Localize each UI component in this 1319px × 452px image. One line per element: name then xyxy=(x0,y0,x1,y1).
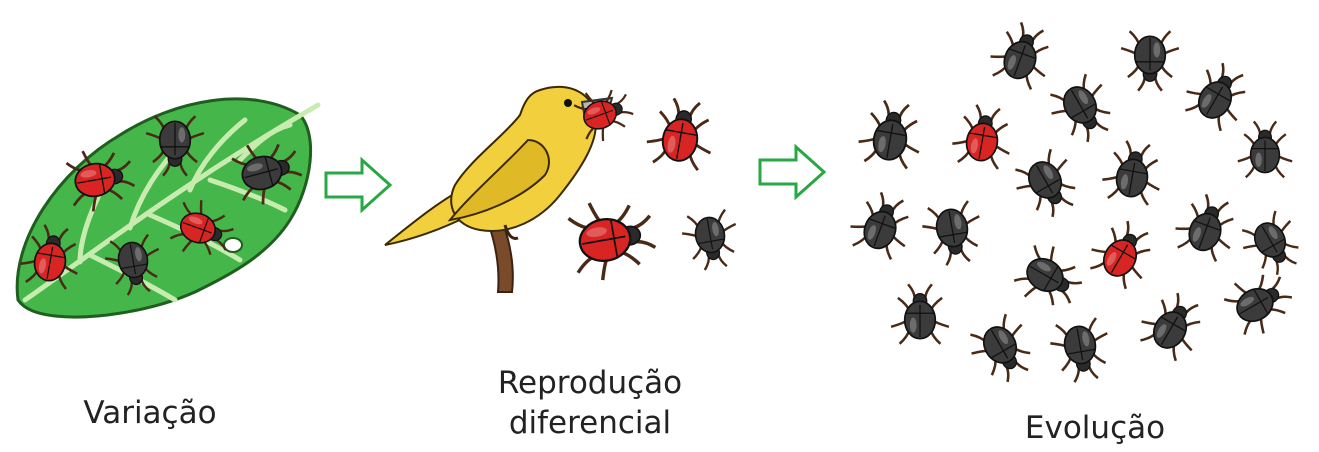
beetle-icon xyxy=(919,200,986,269)
leaf-hole xyxy=(224,238,242,252)
beetle-leg xyxy=(1057,290,1074,304)
beetle-icon xyxy=(949,102,1016,171)
arrow-right-outline xyxy=(326,160,390,210)
beetle-leg xyxy=(1284,251,1297,267)
beetle-icon xyxy=(855,97,926,170)
beetle-icon xyxy=(1170,189,1245,265)
beetle-highlight xyxy=(178,127,185,142)
beetle-icon xyxy=(1010,238,1090,318)
beetle-icon xyxy=(1099,138,1166,207)
beetle-icon xyxy=(1008,145,1088,225)
beetle-leg xyxy=(1060,192,1074,209)
beetle-leg xyxy=(1185,302,1199,319)
beetle-icon xyxy=(1121,31,1179,91)
beetle-icon xyxy=(679,208,742,273)
beetle-highlight xyxy=(910,317,917,332)
beetle-leg xyxy=(1015,357,1029,374)
arrow-right-outline xyxy=(760,147,824,197)
beetle-leg xyxy=(1230,72,1244,89)
beetle-icon xyxy=(1043,70,1123,150)
bird-eye xyxy=(564,99,572,107)
beetle-icon xyxy=(985,17,1060,93)
beetle-leg xyxy=(1095,117,1109,134)
beetle-highlight xyxy=(1255,153,1261,167)
stage-label-line: diferencial xyxy=(460,403,720,443)
bird-illustration xyxy=(385,87,612,292)
beetle-icon xyxy=(1083,213,1163,293)
beetle-icon xyxy=(1047,317,1114,386)
beetle-icon xyxy=(566,193,659,284)
beetle-icon xyxy=(1235,207,1310,283)
beetle-icon xyxy=(1220,262,1300,342)
stage-label-reproducao-diferencial: Reprodução diferencial xyxy=(460,363,720,443)
beetle-icon xyxy=(963,310,1043,390)
beetle-highlight xyxy=(1153,42,1160,57)
beetle-leg xyxy=(1135,230,1149,247)
stage-label-variacao: Variação xyxy=(60,393,240,433)
beetle-icon xyxy=(845,187,920,263)
beetle-icon xyxy=(1133,285,1213,365)
beetle-icon xyxy=(1178,55,1258,135)
stage-label-line: Reprodução xyxy=(460,363,720,403)
stage-label-evolucao: Evolução xyxy=(995,408,1195,448)
beetle-icon xyxy=(644,95,719,172)
beetle-leg xyxy=(1267,277,1284,291)
beetle-icon xyxy=(1238,121,1292,177)
beetle-icon xyxy=(891,284,949,344)
